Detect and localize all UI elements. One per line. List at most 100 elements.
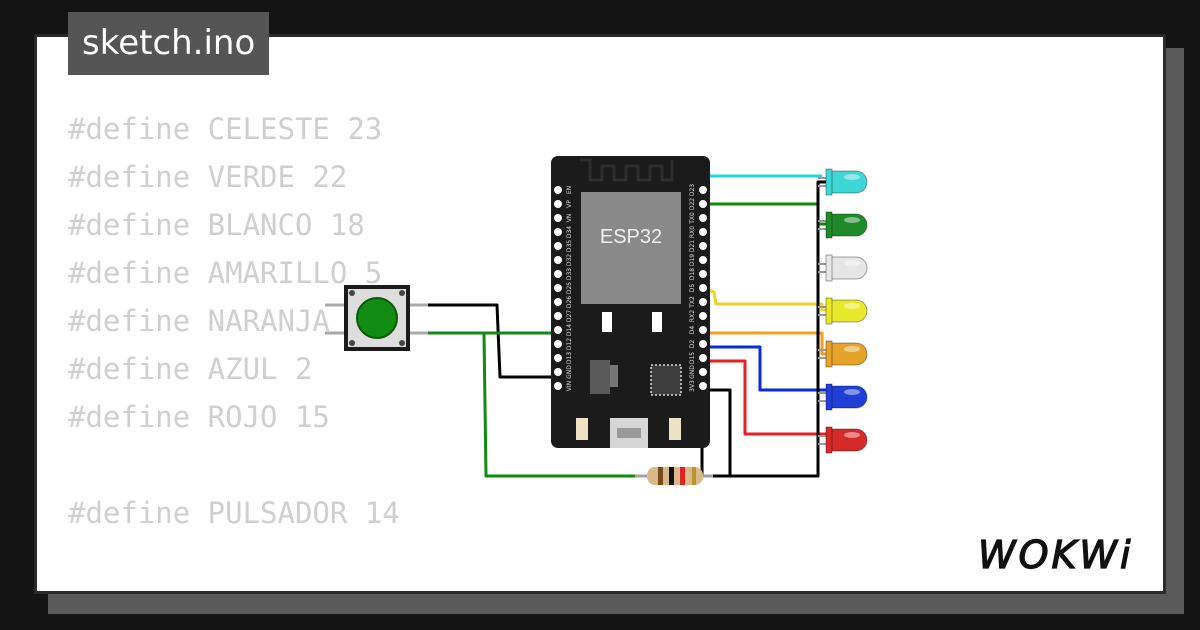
pin-label: D19	[689, 254, 696, 266]
pin-hole[interactable]	[699, 382, 707, 390]
pin-hole[interactable]	[699, 298, 707, 306]
resistor	[635, 467, 713, 485]
led-body	[827, 256, 868, 280]
pin-hole[interactable]	[554, 312, 562, 320]
pin-hole[interactable]	[699, 228, 707, 236]
led-celeste[interactable]	[818, 168, 868, 196]
led-body	[827, 299, 868, 323]
pin-hole[interactable]	[554, 298, 562, 306]
pin-label: D18	[689, 268, 696, 280]
code-line: #define BLANCO 18	[68, 208, 365, 242]
wire-cyan	[700, 174, 822, 191]
pin-label: D2	[689, 340, 696, 349]
pin-label: D25	[566, 282, 573, 294]
led-amarillo[interactable]	[818, 297, 868, 325]
wire-red	[702, 359, 830, 436]
pin-hole[interactable]	[554, 326, 562, 334]
pin-hole[interactable]	[554, 354, 562, 362]
pin-hole[interactable]	[554, 256, 562, 264]
pin-hole[interactable]	[554, 186, 562, 194]
pin-hole[interactable]	[699, 242, 707, 250]
wire-black-button	[410, 303, 555, 379]
code-line: #define ROJO 15	[68, 400, 330, 434]
pin-label: 3V3	[689, 380, 696, 392]
push-button[interactable]	[325, 285, 428, 351]
led-body	[827, 213, 868, 237]
led-body	[827, 342, 868, 366]
pin-hole[interactable]	[554, 382, 562, 390]
pin-label: EN	[566, 186, 573, 194]
pin-label: D21	[689, 240, 696, 252]
wire-blue	[702, 345, 830, 392]
led-body	[827, 170, 868, 194]
led-column	[818, 168, 868, 454]
pin-hole[interactable]	[554, 200, 562, 208]
pin-hole[interactable]	[699, 256, 707, 264]
led-blanco[interactable]	[818, 254, 868, 282]
button-cap[interactable]	[356, 297, 398, 339]
file-tab[interactable]: sketch.ino	[68, 12, 270, 75]
code-editor: #define CELESTE 23 #define VERDE 22 #defin…	[68, 105, 400, 591]
pin-hole[interactable]	[699, 312, 707, 320]
pin-hole[interactable]	[554, 242, 562, 250]
pin-label: D23	[689, 184, 696, 196]
file-tab-label: sketch.ino	[82, 23, 256, 63]
pin-label: D15	[689, 352, 696, 364]
wokwi-logo: WOKWi	[978, 532, 1131, 576]
pin-label: D33	[566, 268, 573, 280]
wire-black-gnd	[700, 180, 828, 478]
wire-orange	[702, 331, 830, 356]
pin-hole[interactable]	[699, 214, 707, 222]
led-body	[827, 428, 868, 452]
pin-label: D14	[566, 324, 573, 336]
pin-hole[interactable]	[699, 340, 707, 348]
code-line: #define VERDE 22	[68, 160, 348, 194]
wire-green-d22	[702, 202, 830, 226]
led-naranja[interactable]	[818, 340, 868, 368]
pin-hole[interactable]	[699, 284, 707, 292]
pin-hole[interactable]	[554, 368, 562, 376]
pin-label: VP	[566, 200, 573, 208]
pin-label: D13	[566, 352, 573, 364]
esp32-board[interactable]: ESP32 ENVPVND34D35D32D33D25D26D27D14D12D…	[551, 156, 710, 448]
led-azul[interactable]	[818, 383, 868, 411]
wire-green-resistor	[482, 332, 645, 478]
pin-hole[interactable]	[699, 186, 707, 194]
pin-label: TX0	[689, 212, 696, 225]
chip-label: ESP32	[600, 226, 662, 248]
pin-label: VIN	[566, 381, 573, 391]
pin-hole[interactable]	[699, 354, 707, 362]
left-pin-header: ENVPVND34D35D32D33D25D26D27D14D12D13GNDV…	[554, 186, 573, 391]
led-verde[interactable]	[818, 211, 868, 239]
pin-hole[interactable]	[554, 270, 562, 278]
code-line: #define AZUL 2	[68, 352, 313, 386]
pin-label: GND	[689, 365, 696, 379]
pin-label: D5	[689, 284, 696, 293]
pin-label: RX2	[689, 310, 696, 322]
pin-label: D12	[566, 338, 573, 350]
pin-label: D34	[566, 226, 573, 238]
code-line: #define AMARILLO 5	[68, 256, 383, 290]
wire-black-resistor	[705, 388, 732, 478]
pin-label: D4	[689, 326, 696, 335]
right-pin-header: D23D22TX0RX0D21D19D18D5TX2RX2D4D2D15GND3…	[689, 184, 707, 392]
pin-label: D32	[566, 254, 573, 266]
pin-hole[interactable]	[699, 368, 707, 376]
pin-hole[interactable]	[554, 340, 562, 348]
pin-hole[interactable]	[554, 228, 562, 236]
pin-hole[interactable]	[699, 200, 707, 208]
pin-hole[interactable]	[554, 284, 562, 292]
pin-label: VN	[566, 214, 573, 223]
pin-hole[interactable]	[554, 214, 562, 222]
pin-hole[interactable]	[699, 326, 707, 334]
pin-label: TX2	[689, 296, 696, 309]
led-rojo[interactable]	[818, 426, 868, 454]
pin-label: D26	[566, 296, 573, 308]
code-line: #define NARANJA 4	[68, 304, 365, 338]
pin-hole[interactable]	[699, 270, 707, 278]
code-line: #define CELESTE 23	[68, 112, 383, 146]
pin-label: RX0	[689, 226, 696, 238]
wire-yellow	[701, 285, 830, 312]
led-body	[827, 385, 868, 409]
